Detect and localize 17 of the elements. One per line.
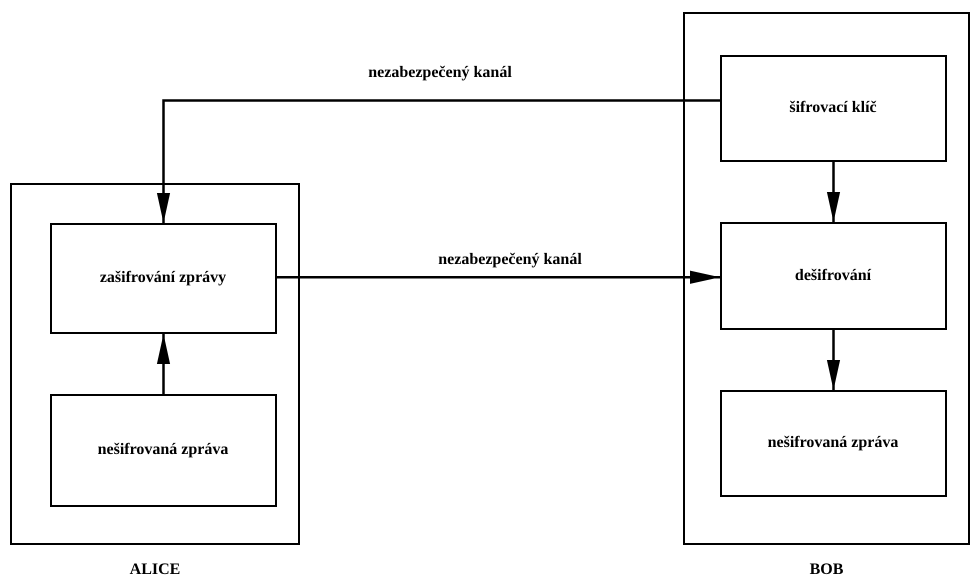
box-label: dešifrování: [794, 266, 872, 284]
group-heading: BOB: [808, 561, 844, 579]
arrow: [826, 330, 840, 390]
box: [50, 222, 276, 334]
arrow: [156, 99, 720, 223]
arrow: [826, 162, 840, 222]
arrow: [156, 334, 170, 394]
box-label: zašifrování zprávy: [98, 269, 228, 287]
arrow: [277, 270, 720, 284]
group-heading: ALICE: [128, 561, 182, 579]
box: [720, 222, 946, 330]
box-label: šifrovací klíč: [788, 99, 878, 117]
box-label: nešifrovaná zpráva: [96, 441, 230, 459]
box: [720, 390, 946, 496]
box-label: nešifrovaná zpráva: [766, 434, 900, 452]
box: [50, 394, 276, 506]
box: [720, 54, 946, 162]
